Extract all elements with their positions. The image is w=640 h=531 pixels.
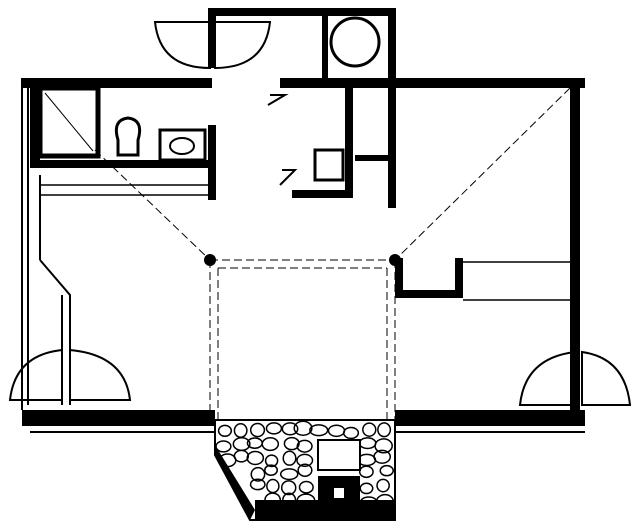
flagstone	[233, 423, 248, 439]
flagstone	[250, 466, 266, 482]
stone-patio	[214, 419, 396, 521]
flagstone	[309, 424, 329, 437]
flagstone	[218, 453, 237, 468]
flagstone	[264, 454, 279, 468]
step	[317, 439, 361, 471]
flagstone	[297, 463, 313, 477]
bathroom	[37, 85, 216, 200]
outer-walls	[22, 8, 585, 426]
flagstone	[264, 464, 279, 476]
flagstone	[362, 422, 377, 437]
closet	[267, 16, 396, 208]
flagstone	[379, 464, 394, 477]
column	[204, 254, 216, 266]
flagstone	[279, 468, 299, 481]
flagstone	[266, 478, 280, 494]
flagstone	[282, 450, 297, 466]
flagstone	[296, 493, 316, 508]
flagstone	[282, 492, 297, 508]
flagstone	[359, 482, 374, 495]
flagstone	[265, 422, 283, 435]
shower	[37, 85, 101, 159]
flagstone	[296, 439, 313, 453]
flagstone	[249, 478, 266, 491]
flagstone	[296, 453, 314, 468]
flagstone	[327, 424, 346, 438]
column	[389, 254, 401, 266]
flagstone	[280, 480, 297, 496]
toilet	[114, 116, 142, 157]
thin-walls	[21, 78, 585, 433]
stove	[313, 148, 345, 182]
flagstone	[281, 422, 299, 436]
flagstone	[359, 496, 379, 510]
flagstone	[283, 436, 300, 451]
flagstone	[215, 440, 232, 453]
kitchen-counter	[395, 258, 570, 301]
flagstone	[376, 478, 390, 493]
flagstone	[217, 424, 233, 438]
flagstone	[249, 422, 266, 438]
flagstone	[246, 437, 263, 450]
water-heater	[329, 16, 381, 68]
roof-lines	[94, 87, 571, 420]
flagstone	[298, 480, 314, 494]
flagstone	[377, 422, 392, 438]
sink	[158, 128, 207, 162]
flagstone	[293, 420, 313, 436]
doors	[8, 21, 632, 406]
